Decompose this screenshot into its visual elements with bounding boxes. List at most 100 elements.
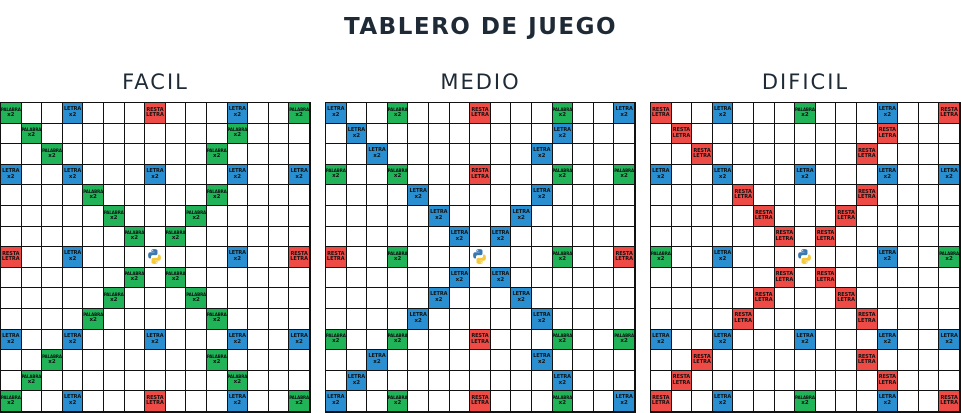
empty-cell[interactable] — [103, 103, 124, 123]
empty-cell[interactable] — [346, 205, 367, 226]
empty-cell[interactable] — [712, 226, 733, 247]
empty-cell[interactable] — [449, 329, 470, 350]
empty-cell[interactable] — [795, 226, 815, 247]
empty-cell[interactable] — [124, 329, 145, 350]
empty-cell[interactable] — [1, 205, 21, 226]
empty-cell[interactable] — [42, 391, 62, 411]
empty-cell[interactable] — [531, 391, 552, 411]
empty-cell[interactable] — [289, 205, 309, 226]
empty-cell[interactable] — [856, 226, 877, 247]
empty-cell[interactable] — [367, 267, 387, 288]
empty-cell[interactable] — [248, 144, 268, 164]
empty-cell[interactable] — [712, 185, 733, 205]
empty-cell[interactable] — [918, 205, 939, 226]
empty-cell[interactable] — [449, 164, 470, 185]
empty-cell[interactable] — [733, 350, 753, 370]
empty-cell[interactable] — [671, 350, 692, 370]
empty-cell[interactable] — [712, 308, 733, 329]
empty-cell[interactable] — [651, 226, 671, 247]
empty-cell[interactable] — [552, 350, 573, 370]
empty-cell[interactable] — [449, 103, 470, 123]
empty-cell[interactable] — [836, 391, 856, 411]
empty-cell[interactable] — [470, 267, 490, 288]
empty-cell[interactable] — [573, 308, 593, 329]
empty-cell[interactable] — [939, 350, 959, 370]
empty-cell[interactable] — [408, 103, 428, 123]
empty-cell[interactable] — [124, 205, 145, 226]
empty-cell[interactable] — [774, 103, 795, 123]
empty-cell[interactable] — [103, 308, 124, 329]
empty-cell[interactable] — [815, 391, 836, 411]
empty-cell[interactable] — [918, 391, 939, 411]
empty-cell[interactable] — [449, 391, 470, 411]
empty-cell[interactable] — [62, 370, 83, 391]
empty-cell[interactable] — [651, 350, 671, 370]
empty-cell[interactable] — [165, 164, 186, 185]
empty-cell[interactable] — [795, 267, 815, 288]
empty-cell[interactable] — [42, 247, 62, 267]
empty-cell[interactable] — [692, 226, 712, 247]
empty-cell[interactable] — [248, 267, 268, 288]
empty-cell[interactable] — [712, 370, 733, 391]
empty-cell[interactable] — [614, 267, 634, 288]
empty-cell[interactable] — [21, 391, 42, 411]
empty-cell[interactable] — [470, 370, 490, 391]
empty-cell[interactable] — [367, 247, 387, 267]
empty-cell[interactable] — [346, 288, 367, 308]
empty-cell[interactable] — [227, 185, 248, 205]
empty-cell[interactable] — [490, 370, 511, 391]
empty-cell[interactable] — [511, 164, 531, 185]
empty-cell[interactable] — [289, 350, 309, 370]
empty-cell[interactable] — [62, 267, 83, 288]
empty-cell[interactable] — [268, 164, 289, 185]
empty-cell[interactable] — [387, 288, 408, 308]
empty-cell[interactable] — [671, 267, 692, 288]
empty-cell[interactable] — [877, 185, 898, 205]
empty-cell[interactable] — [692, 103, 712, 123]
empty-cell[interactable] — [671, 185, 692, 205]
empty-cell[interactable] — [490, 329, 511, 350]
empty-cell[interactable] — [326, 226, 346, 247]
empty-cell[interactable] — [877, 288, 898, 308]
empty-cell[interactable] — [206, 288, 227, 308]
empty-cell[interactable] — [186, 103, 206, 123]
empty-cell[interactable] — [856, 103, 877, 123]
empty-cell[interactable] — [651, 267, 671, 288]
empty-cell[interactable] — [326, 267, 346, 288]
empty-cell[interactable] — [83, 205, 103, 226]
empty-cell[interactable] — [531, 267, 552, 288]
empty-cell[interactable] — [795, 123, 815, 144]
empty-cell[interactable] — [124, 164, 145, 185]
empty-cell[interactable] — [939, 226, 959, 247]
empty-cell[interactable] — [83, 267, 103, 288]
empty-cell[interactable] — [490, 391, 511, 411]
empty-cell[interactable] — [62, 288, 83, 308]
empty-cell[interactable] — [1, 267, 21, 288]
empty-cell[interactable] — [593, 103, 614, 123]
empty-cell[interactable] — [186, 247, 206, 267]
empty-cell[interactable] — [898, 288, 918, 308]
empty-cell[interactable] — [856, 247, 877, 267]
empty-cell[interactable] — [165, 329, 186, 350]
empty-cell[interactable] — [206, 391, 227, 411]
empty-cell[interactable] — [774, 391, 795, 411]
empty-cell[interactable] — [83, 164, 103, 185]
empty-cell[interactable] — [42, 267, 62, 288]
empty-cell[interactable] — [83, 247, 103, 267]
empty-cell[interactable] — [490, 288, 511, 308]
